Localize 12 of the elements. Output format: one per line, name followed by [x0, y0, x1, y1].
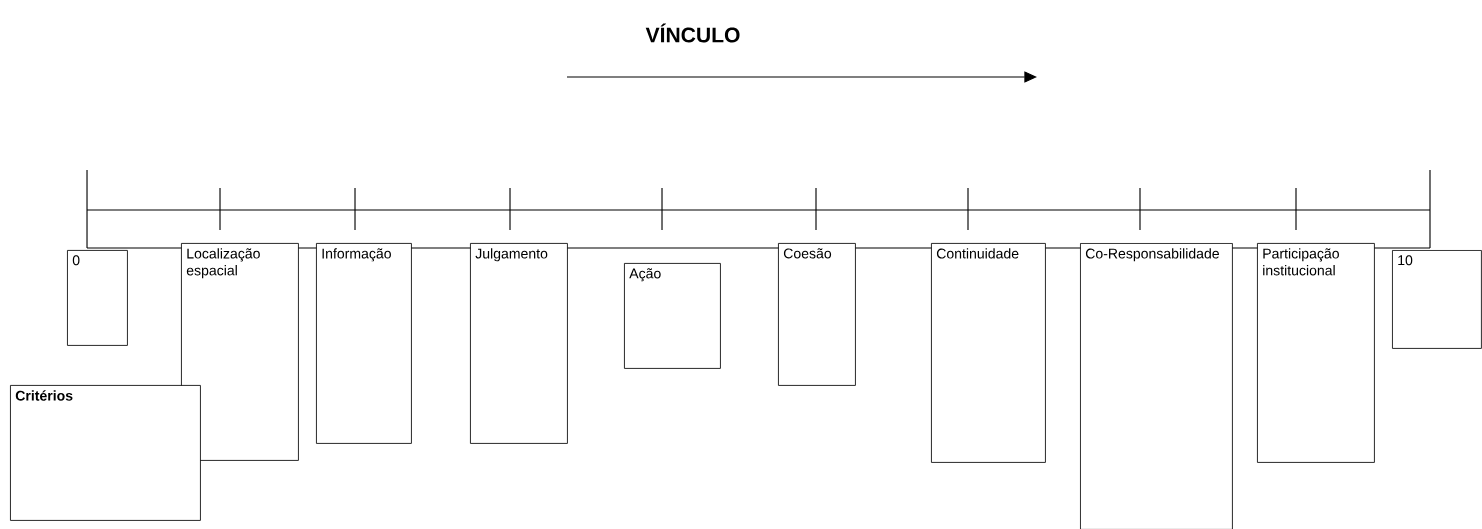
label-box: Ação	[624, 263, 721, 369]
heading: VÍNCULO	[645, 23, 740, 43]
label-box: Coesão	[778, 243, 856, 386]
label-box: Participação institucional	[1257, 243, 1375, 463]
label-box: Informação	[316, 243, 412, 444]
label-box: Co-Responsabilidade	[1080, 243, 1233, 529]
heading-box: Critérios	[10, 385, 201, 521]
label-box: Julgamento	[470, 243, 568, 444]
label-box: 0	[67, 250, 128, 346]
label-box: Localização espacial	[181, 243, 299, 461]
label-box: Continuidade	[931, 243, 1046, 463]
label-box: 10	[1392, 250, 1482, 349]
